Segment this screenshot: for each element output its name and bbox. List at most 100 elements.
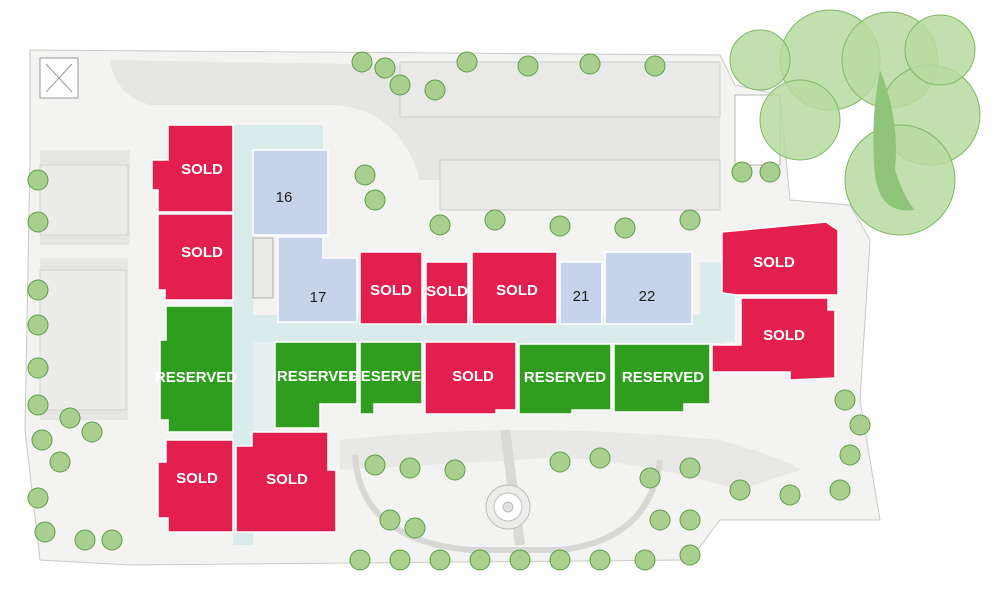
tree-icon xyxy=(424,79,446,101)
tree-icon xyxy=(456,51,478,73)
tree-icon xyxy=(27,169,49,191)
unit-shape-u17[interactable] xyxy=(277,236,358,323)
tree-icon xyxy=(509,549,531,571)
unit-u22[interactable]: 22 xyxy=(604,251,693,325)
unit-shape-u22[interactable] xyxy=(604,251,693,325)
tree-icon xyxy=(484,209,506,231)
tree-icon xyxy=(27,394,49,416)
unit-u19[interactable]: SOLD xyxy=(425,261,469,325)
tree-icon xyxy=(729,29,791,91)
tree-icon xyxy=(27,357,49,379)
unit-label-u10: SOLD xyxy=(266,471,308,488)
unit-shape-u2[interactable] xyxy=(157,213,234,301)
parking-lots xyxy=(39,57,781,411)
unit-shape-u7[interactable] xyxy=(518,343,612,415)
unit-u9[interactable]: SOLD xyxy=(157,439,234,533)
trees xyxy=(27,9,981,571)
tree-icon xyxy=(844,124,956,236)
unit-label-u3: RESERVED xyxy=(155,369,237,386)
unit-u10[interactable]: SOLD xyxy=(235,431,337,533)
unit-u8[interactable]: RESERVED xyxy=(613,343,711,413)
unit-u6[interactable]: SOLD xyxy=(424,341,517,415)
tree-icon xyxy=(354,164,376,186)
tree-icon xyxy=(644,55,666,77)
tree-icon xyxy=(679,509,701,531)
tree-icon xyxy=(829,479,851,501)
unit-label-u1: SOLD xyxy=(181,161,223,178)
unit-u1[interactable]: SOLD xyxy=(151,124,234,213)
unit-label-u23: SOLD xyxy=(753,254,795,271)
unit-u5[interactable]: RESERVED xyxy=(350,341,432,415)
tree-icon xyxy=(31,429,53,451)
tree-icon xyxy=(389,549,411,571)
tree-icon xyxy=(589,549,611,571)
tree-icon xyxy=(27,314,49,336)
tree-icon xyxy=(834,389,856,411)
unit-label-u2: SOLD xyxy=(181,244,223,261)
unit-u24[interactable]: SOLD xyxy=(711,297,836,381)
unit-shape-u16[interactable] xyxy=(252,149,329,236)
unit-label-u16: 16 xyxy=(276,189,293,206)
unit-label-u19: SOLD xyxy=(426,283,468,300)
unit-shape-u20[interactable] xyxy=(471,251,558,325)
tree-icon xyxy=(101,529,123,551)
unit-shape-u5[interactable] xyxy=(359,341,423,415)
unit-label-u20: SOLD xyxy=(496,282,538,299)
unit-u4[interactable]: RESERVED xyxy=(274,341,359,429)
unit-u18[interactable]: SOLD xyxy=(359,251,423,325)
tree-icon xyxy=(731,161,753,183)
unit-label-u7: RESERVED xyxy=(524,369,606,386)
tree-icon xyxy=(74,529,96,551)
unit-u17[interactable]: 17 xyxy=(277,236,358,323)
tree-icon xyxy=(364,454,386,476)
unit-u20[interactable]: SOLD xyxy=(471,251,558,325)
unit-shape-u1[interactable] xyxy=(151,124,234,213)
unit-u23[interactable]: SOLD xyxy=(721,221,839,296)
unit-u21[interactable]: 21 xyxy=(559,261,603,325)
tree-icon xyxy=(649,509,671,531)
unit-shape-u18[interactable] xyxy=(359,251,423,325)
unit-u16[interactable]: 16 xyxy=(252,149,329,236)
tree-icon xyxy=(549,451,571,473)
unit-shape-u8[interactable] xyxy=(613,343,711,413)
tree-icon xyxy=(679,209,701,231)
tree-icon xyxy=(27,211,49,233)
unit-shape-u19[interactable] xyxy=(425,261,469,325)
unit-shape-u24[interactable] xyxy=(711,297,836,381)
unit-u2[interactable]: SOLD xyxy=(157,213,234,301)
tree-icon xyxy=(349,549,371,571)
unit-u7[interactable]: RESERVED xyxy=(518,343,612,415)
unit-shape-u10[interactable] xyxy=(235,431,337,533)
unit-label-u8: RESERVED xyxy=(622,369,704,386)
unit-shape-u21[interactable] xyxy=(559,261,603,325)
tree-icon xyxy=(429,549,451,571)
central-plaza xyxy=(485,484,531,530)
tree-icon xyxy=(399,457,421,479)
unit-label-u9: SOLD xyxy=(176,470,218,487)
unit-label-u5: RESERVED xyxy=(350,368,432,385)
tree-icon xyxy=(549,549,571,571)
tree-icon xyxy=(404,517,426,539)
unit-shape-u6[interactable] xyxy=(424,341,517,415)
tree-icon xyxy=(759,161,781,183)
unit-shape-u9[interactable] xyxy=(157,439,234,533)
unit-label-u17: 17 xyxy=(310,289,327,306)
tree-icon xyxy=(729,479,751,501)
unit-u3[interactable]: RESERVED xyxy=(155,305,237,433)
tree-icon xyxy=(849,414,871,436)
unit-label-u21: 21 xyxy=(573,288,590,305)
tree-icon xyxy=(759,79,841,161)
tree-icon xyxy=(679,457,701,479)
unit-shape-u3[interactable] xyxy=(159,305,234,433)
tree-cluster-icon xyxy=(873,70,915,211)
tree-icon xyxy=(364,189,386,211)
unit-shape-u4[interactable] xyxy=(274,341,358,429)
tree-icon xyxy=(589,447,611,469)
tree-icon xyxy=(639,467,661,489)
tree-icon xyxy=(579,53,601,75)
tree-icon xyxy=(517,55,539,77)
tree-icon xyxy=(81,421,103,443)
unit-shape-u23[interactable] xyxy=(721,221,839,296)
tree-icon xyxy=(27,487,49,509)
